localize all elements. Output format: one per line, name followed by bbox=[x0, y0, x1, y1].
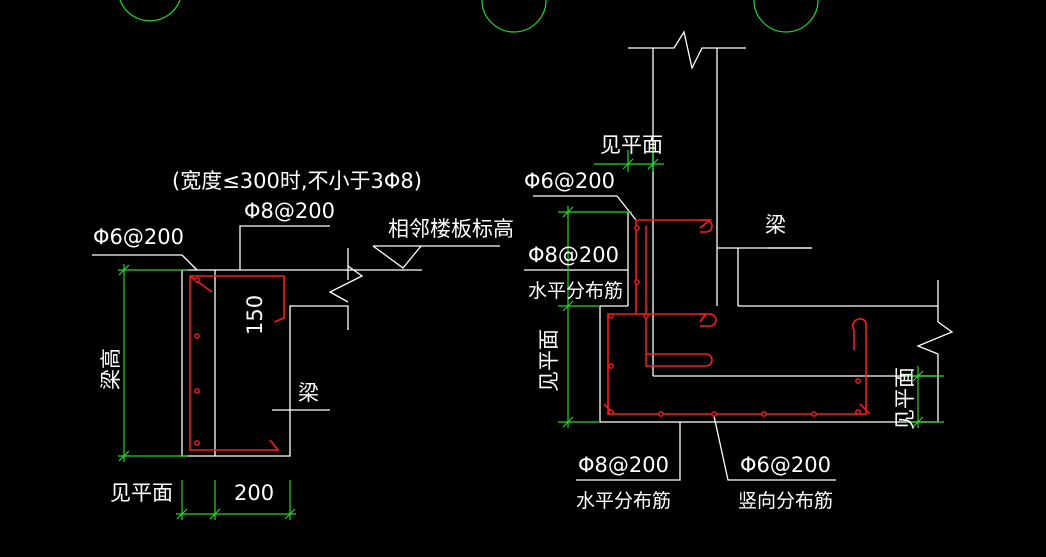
axis-circles bbox=[119, 0, 819, 33]
left-beam-label: 梁 bbox=[298, 381, 319, 405]
right-stirrup-label: Φ6@200 bbox=[524, 169, 615, 193]
slab-level-label: 相邻楼板标高 bbox=[388, 217, 514, 241]
rebar-dot bbox=[634, 279, 640, 285]
left-stirrup-label: Φ6@200 bbox=[93, 225, 184, 249]
bottom-vert-leader bbox=[713, 415, 836, 481]
left-stirrup-hook bbox=[189, 275, 213, 293]
left-break-symbol bbox=[328, 265, 364, 303]
rebar-dot bbox=[634, 225, 640, 231]
dim-tick bbox=[647, 158, 659, 170]
rebar-hook bbox=[700, 313, 717, 327]
dim-tick bbox=[562, 206, 574, 218]
left-detail: (宽度≤300时,不小于3Φ8) Φ8@200 Φ6@200 相邻楼板标高 15… bbox=[92, 169, 514, 520]
base-outline bbox=[599, 305, 938, 423]
rebar-hook bbox=[851, 318, 867, 331]
rebar-dot bbox=[608, 409, 614, 415]
rebar-dot bbox=[194, 333, 200, 339]
rebar-corner bbox=[859, 403, 871, 415]
level-triangle bbox=[372, 245, 422, 269]
horiz-dist-label: 水平分布筋 bbox=[528, 280, 623, 302]
rebar-hook bbox=[705, 353, 713, 367]
bottom-horiz-bar-label: Φ8@200 bbox=[578, 453, 669, 477]
rebar-dot bbox=[855, 409, 861, 415]
right-beam-label: 梁 bbox=[765, 213, 786, 237]
bottom-vert-bar-label: Φ6@200 bbox=[740, 453, 831, 477]
rebar-dot bbox=[608, 313, 614, 319]
width-note-label: (宽度≤300时,不小于3Φ8) bbox=[172, 169, 422, 193]
rebar-dot bbox=[194, 277, 200, 283]
base-stirrup-rebar bbox=[607, 313, 867, 415]
rebar-dot bbox=[761, 411, 767, 417]
right-see-plan-label: 见平面 bbox=[893, 367, 917, 430]
dim-tick bbox=[622, 158, 634, 170]
dim-tick bbox=[209, 508, 221, 520]
left-topbar-leader bbox=[239, 225, 330, 270]
dim-tick bbox=[118, 450, 130, 462]
dim-200-label: 200 bbox=[234, 481, 274, 505]
wall-stirrup-rebar bbox=[635, 219, 713, 314]
stirrup-leader-d bbox=[616, 195, 637, 221]
rebar-dot bbox=[194, 440, 200, 446]
axis-circle-3 bbox=[753, 0, 819, 33]
bottom-vert-dist-label: 竖向分布筋 bbox=[738, 490, 833, 512]
top-see-plan-label: 见平面 bbox=[600, 133, 663, 157]
dim-tick bbox=[118, 264, 130, 276]
rebar-hook bbox=[700, 219, 713, 233]
axis-circle-1 bbox=[119, 0, 181, 22]
dim-tick bbox=[176, 508, 188, 520]
right-detail: 见平面 Φ6@200 梁 Φ8@200 水平分布筋 见平面 见平面 Φ8@200… bbox=[524, 30, 954, 512]
wall-break-symbol bbox=[628, 30, 746, 70]
left-see-plan-label: 见平面 bbox=[537, 329, 561, 392]
rebar-dot bbox=[711, 411, 717, 417]
bottom-horiz-leader bbox=[576, 422, 681, 481]
bottom-horiz-dist-label: 水平分布筋 bbox=[576, 490, 671, 512]
dim-tick bbox=[562, 300, 574, 312]
left-beam-outline bbox=[181, 270, 349, 457]
beam-height-label: 梁高 bbox=[99, 348, 123, 390]
left-stirrup-rebar bbox=[189, 275, 285, 451]
dim-150-label: 150 bbox=[243, 295, 267, 335]
base-break-symbol bbox=[916, 321, 954, 355]
dim-tick bbox=[562, 416, 574, 428]
rebar-dot bbox=[608, 363, 614, 369]
rebar-dot bbox=[194, 388, 200, 394]
left-topbar-label: Φ8@200 bbox=[244, 199, 335, 223]
rebar-dot bbox=[855, 378, 861, 384]
rebar-dot bbox=[658, 411, 664, 417]
rebar-dot bbox=[643, 313, 649, 319]
rebar-dot bbox=[811, 411, 817, 417]
left-see-plan-label: 见平面 bbox=[110, 481, 173, 505]
axis-circle-2 bbox=[481, 0, 547, 33]
left-stirrup-leader-d bbox=[181, 254, 198, 271]
dim-tick bbox=[912, 416, 924, 428]
wall-vertical-rebar bbox=[645, 226, 706, 367]
dim-tick bbox=[284, 508, 296, 520]
horiz-bar-label: Φ8@200 bbox=[528, 243, 619, 267]
dim-tick bbox=[912, 370, 924, 382]
